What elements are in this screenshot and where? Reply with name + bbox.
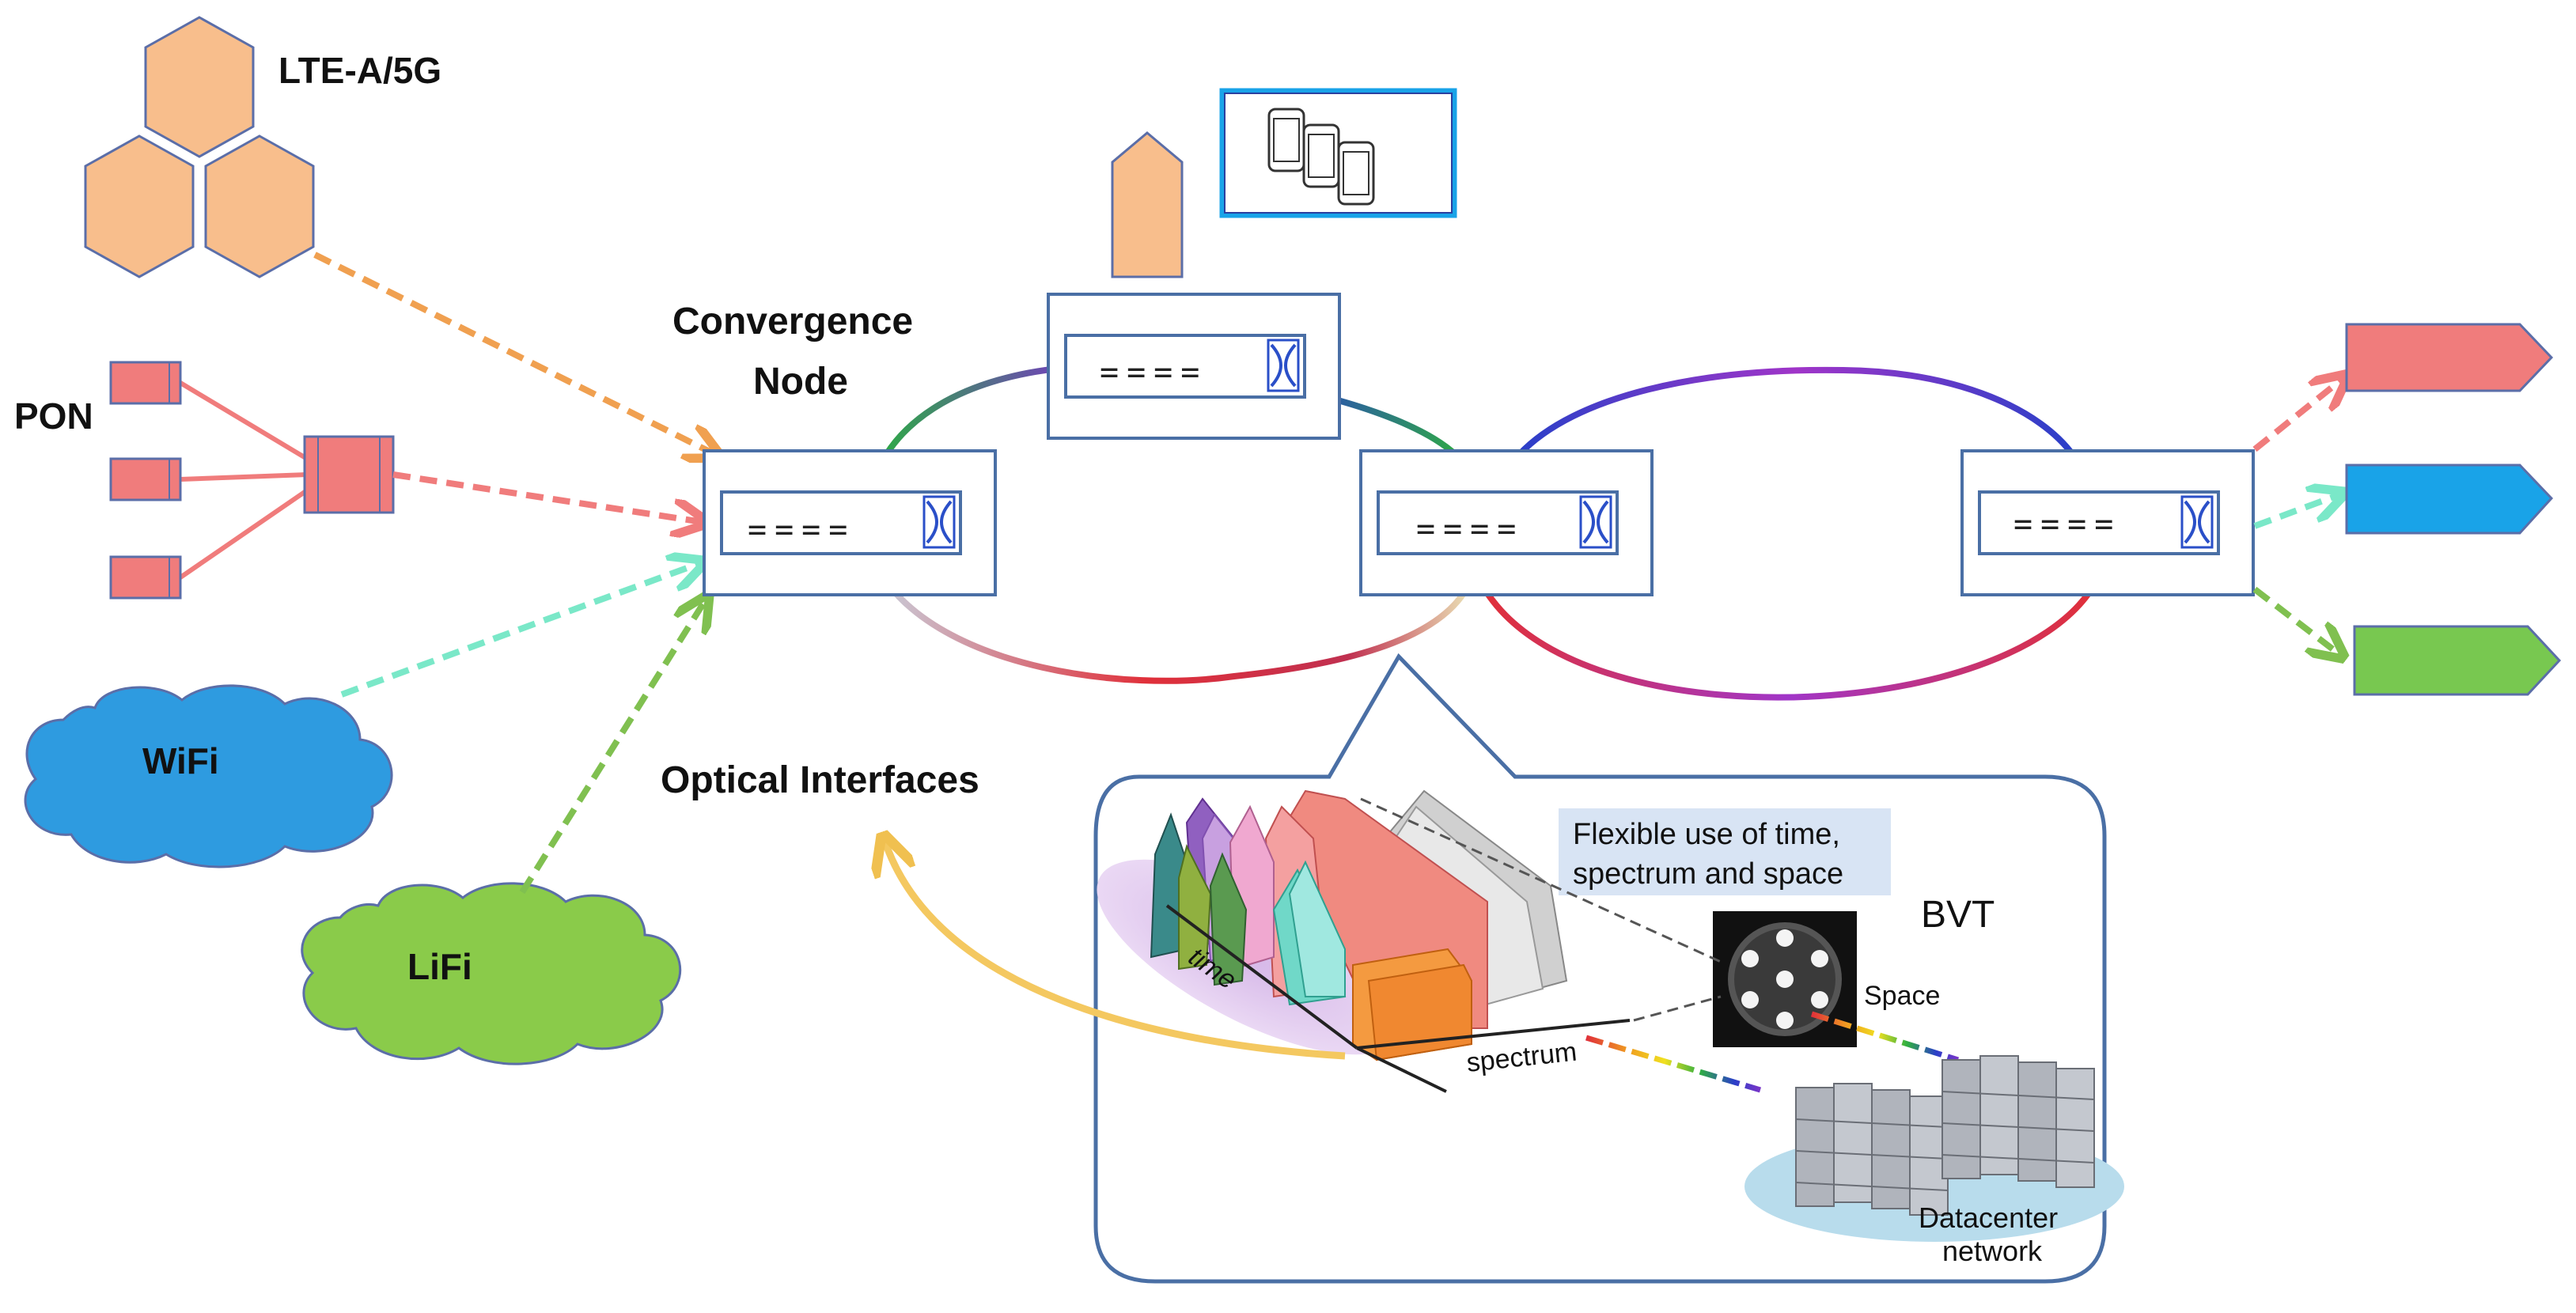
lte-cells: LTE-A/5G <box>84 16 441 278</box>
depth-axis <box>1356 1046 1447 1093</box>
multicore-fiber-icon <box>1713 911 1857 1047</box>
wifi-link-arrow <box>340 563 700 698</box>
output-blue-pentagon <box>2345 464 2554 535</box>
lifi-cloud: LiFi <box>301 882 682 1065</box>
pon-link-1 <box>179 380 309 461</box>
lifi-label: LiFi <box>407 946 472 987</box>
output-links <box>2252 323 2562 696</box>
fiber-coupler-icon <box>1579 495 1612 549</box>
projection-line-bottom <box>1633 995 1722 1022</box>
right-ring-top <box>1517 366 2076 457</box>
pon-tree: PON <box>14 361 395 600</box>
output-green-pentagon <box>2353 625 2562 696</box>
server-rack-group-left <box>1795 1083 1949 1216</box>
lte-hexagon-top <box>144 16 255 158</box>
flexible-note-box <box>1559 808 1891 895</box>
optical-interfaces-label: Optical Interfaces <box>661 759 979 801</box>
fiber-coupler-icon <box>2180 495 2214 549</box>
pon-splitter <box>303 435 395 514</box>
out-green-arrow <box>2252 586 2340 655</box>
bvt-label: BVT <box>1921 894 1995 936</box>
pon-link-arrow <box>392 471 703 522</box>
time-axis <box>1165 904 1358 1050</box>
out-red-arrow <box>2252 378 2343 452</box>
wifi-cloud: WiFi <box>24 684 393 868</box>
node-top: ==== <box>1047 293 1341 440</box>
smartphone-icon <box>1302 123 1340 188</box>
pon-link-3 <box>179 488 309 580</box>
flexible-note-line2: spectrum and space <box>1573 857 1843 891</box>
out-teal-arrow <box>2253 494 2340 529</box>
datacenter-label-line1: Datacenter <box>1919 1201 2058 1234</box>
smartphone-icon <box>1337 141 1375 206</box>
node-right: ==== <box>1960 449 2255 596</box>
lte-label: LTE-A/5G <box>278 50 441 91</box>
node-symbol: ==== <box>1416 511 1524 547</box>
top-node-client-pentagon <box>1111 131 1184 278</box>
lte-hexagon-left <box>84 134 195 278</box>
node-symbol: ==== <box>2013 506 2121 543</box>
mobile-devices-box <box>1219 88 1457 218</box>
lte-link-arrow <box>313 252 716 455</box>
flexible-note-line1: Flexible use of time, <box>1573 818 1840 851</box>
convergence-label-line2: Node <box>753 361 848 403</box>
node-convergence: ==== <box>703 449 997 596</box>
lte-hexagon-right <box>204 134 315 278</box>
bvt-callout: time spectrum Flexible use of time, spec… <box>1093 653 2124 1284</box>
rainbow-link-1 <box>1810 1011 1960 1063</box>
right-ring-bottom <box>1484 591 2092 701</box>
pon-label: PON <box>14 395 93 437</box>
space-label: Space <box>1864 981 1940 1011</box>
output-red-pentagon <box>2345 323 2554 392</box>
projection-line-top <box>1360 797 1722 963</box>
fiber-coupler-icon <box>1267 339 1300 392</box>
convergence-label-line1: Convergence <box>672 301 913 342</box>
pon-link-2 <box>180 472 308 482</box>
left-ring-bottom <box>883 579 1467 684</box>
spectrum-axis <box>1356 1019 1631 1050</box>
fiber-coupler-icon <box>922 495 956 549</box>
lifi-cloud-shape <box>301 882 682 1065</box>
node-middle: ==== <box>1359 449 1654 596</box>
smartphone-icon <box>1267 108 1305 172</box>
node-symbol: ==== <box>748 512 855 548</box>
access-links <box>313 252 716 895</box>
rainbow-link-2 <box>1585 1035 1762 1093</box>
wifi-label: WiFi <box>142 740 219 781</box>
spectrum-time-slices <box>1150 789 1568 1061</box>
lifi-link-arrow <box>519 600 706 895</box>
optical-interfaces-arrow <box>885 840 1346 1060</box>
server-rack-group-right <box>1941 1055 2095 1188</box>
node-symbol: ==== <box>1100 354 1207 391</box>
datacenter-label-line2: network <box>1942 1235 2043 1267</box>
wifi-cloud-shape <box>24 684 393 868</box>
